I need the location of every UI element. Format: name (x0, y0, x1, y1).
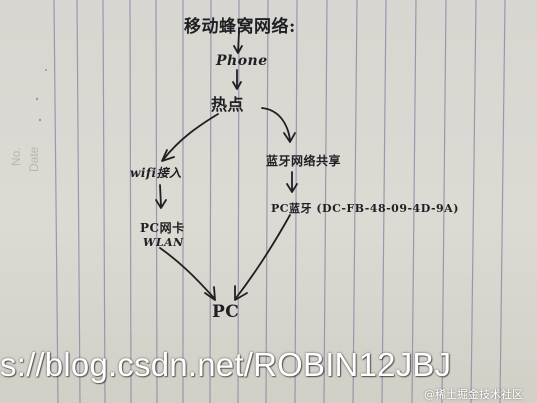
node-pc-nic: PC网卡 (140, 221, 185, 235)
diagram-arrows (155, 31, 298, 301)
node-bt-share: 蓝牙网络共享 (266, 154, 342, 168)
node-phone: Phone (216, 53, 268, 69)
node-pc-bt: PC蓝牙 (DC-FB-48-09-4D-9A) (271, 202, 459, 215)
margin-marks (35, 69, 47, 122)
url-watermark: s://blog.csdn.net/ROBIN12JBJ (0, 346, 452, 383)
node-pc: PC (212, 302, 240, 322)
notebook-no-label: No. (9, 147, 23, 166)
node-hotspot: 热点 (211, 95, 245, 114)
diagram-title: 移动蜂窝网络: (184, 17, 296, 37)
site-watermark: @稀土掘金技术社区 (424, 388, 523, 401)
node-wlan: WLAN (143, 236, 184, 249)
notebook-date-label: Date (27, 146, 41, 172)
arrow-title-phone (237, 31, 240, 53)
arrow-hotspot-wifi (162, 113, 219, 161)
arrow-wifi-nic (159, 184, 162, 207)
ruled-lines (53, 0, 506, 403)
arrow-pcbt-pc (235, 214, 291, 299)
node-wifi: wifi接入 (130, 166, 182, 180)
arrow-hotspot-bt (261, 107, 291, 141)
arrow-nic-pc (159, 247, 215, 299)
